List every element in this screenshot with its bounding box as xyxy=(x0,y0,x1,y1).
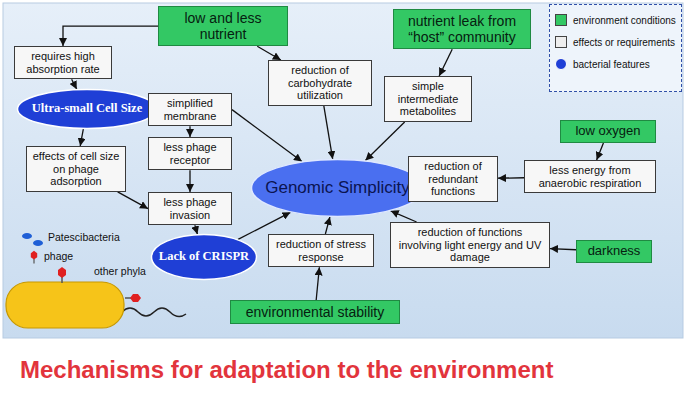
node-text: environmental stability xyxy=(246,304,385,320)
effect-box: requires high absorption rate xyxy=(14,46,112,79)
node-text: reduction of functions involving light e… xyxy=(395,226,545,264)
arrow-connector xyxy=(63,26,158,46)
patescibacteria-cell xyxy=(22,233,32,239)
connector-group xyxy=(63,26,603,300)
ellipse-shape xyxy=(18,90,157,129)
effect-box: simplified membrane xyxy=(148,93,232,126)
node-text: effects of cell size on phage adsorption xyxy=(31,150,121,188)
effect-box: less phage invasion xyxy=(148,192,232,225)
condition-box: low oxygen xyxy=(560,120,656,143)
effect-box: less phage receptor xyxy=(148,137,232,170)
node-text: nutrient leak from “host” community xyxy=(399,13,525,45)
ellipse-shape xyxy=(252,160,424,217)
arrow-connector xyxy=(439,49,452,76)
legend-entry: bacterial features xyxy=(555,58,676,70)
node-text: reduction of carbohydrate utilization xyxy=(273,64,367,102)
node-text: Lack of CRISPR xyxy=(159,250,249,264)
arrow-connector xyxy=(550,249,576,250)
background-panel xyxy=(3,3,683,338)
illustration-label: phage xyxy=(44,250,73,262)
phage-icon xyxy=(31,251,37,264)
flagellum xyxy=(122,308,186,317)
feature-ellipse: Lack of CRISPR xyxy=(150,233,258,281)
legend-swatch xyxy=(555,58,567,70)
central-ellipse: Genomic Simplicity xyxy=(250,158,425,218)
node-text: less energy from anaerobic respiration xyxy=(529,164,651,189)
arrow-connector xyxy=(498,177,524,179)
arrow-connector xyxy=(597,143,604,160)
arrow-connector xyxy=(325,217,330,234)
condition-box: nutrient leak from “host” community xyxy=(393,9,531,49)
arrow-connector xyxy=(72,79,77,89)
node-text: reduction of redundant functions xyxy=(413,160,493,198)
effect-box: reduction of carbohydrate utilization xyxy=(268,60,372,106)
effect-box: reduction of redundant functions xyxy=(408,156,498,202)
effect-box: less energy from anaerobic respiration xyxy=(524,160,656,193)
arrow-connector xyxy=(195,225,198,234)
legend-text: effects or requirements xyxy=(573,37,675,48)
legend-entry: effects or requirements xyxy=(555,36,676,48)
phage-icon xyxy=(125,294,141,302)
effect-box: effects of cell size on phage adsorption xyxy=(26,146,126,192)
arrow-connector xyxy=(232,110,302,162)
legend-swatch xyxy=(555,36,567,48)
node-text: simple intermediate metabolites xyxy=(389,80,467,118)
node-text: reduction of stress response xyxy=(273,238,369,263)
node-text: less phage receptor xyxy=(153,141,227,166)
effect-box: simple intermediate metabolites xyxy=(384,76,472,122)
condition-box: environmental stability xyxy=(230,300,400,324)
condition-box: low and less nutrient xyxy=(158,6,288,46)
node-text: less phage invasion xyxy=(153,196,227,221)
legend-entry: environment conditions xyxy=(555,14,676,26)
legend-text: bacterial features xyxy=(573,59,650,70)
illustration-label: Patescibacteria xyxy=(48,231,120,243)
arrow-connector xyxy=(189,170,190,192)
node-text: requires high absorption rate xyxy=(19,50,107,75)
illustration-label: other phyla xyxy=(94,265,146,277)
arrow-connector xyxy=(189,126,190,137)
patescibacteria-cell xyxy=(33,240,43,246)
node-text: low and less nutrient xyxy=(164,10,282,42)
arrow-connector xyxy=(365,122,404,161)
legend-swatch xyxy=(555,14,567,26)
feature-ellipse: Ultra-small Cell Size xyxy=(16,88,158,130)
condition-box: darkness xyxy=(576,240,652,263)
node-text: darkness xyxy=(588,244,641,259)
node-text: low oxygen xyxy=(575,124,640,139)
arrow-connector xyxy=(391,211,417,222)
legend-box: environment conditions effects or require… xyxy=(549,4,682,92)
node-text: Ultra-small Cell Size xyxy=(32,102,142,116)
bacterium-cell xyxy=(6,282,124,328)
effect-box: reduction of stress response xyxy=(268,234,374,267)
node-text: simplified membrane xyxy=(153,97,227,122)
arrow-connector xyxy=(118,192,148,209)
effect-box: reduction of functions involving light e… xyxy=(390,222,550,268)
legend-text: environment conditions xyxy=(573,15,676,26)
arrow-connector xyxy=(80,129,83,146)
arrow-connector xyxy=(257,46,281,60)
node-text: Genomic Simplicity xyxy=(265,179,410,198)
arrow-connector xyxy=(324,106,333,159)
phage-icon xyxy=(58,267,66,283)
caption-text: Mechanisms for adaptation to the environ… xyxy=(20,356,680,384)
arrow-connector xyxy=(316,267,319,300)
ellipse-shape xyxy=(152,235,257,280)
